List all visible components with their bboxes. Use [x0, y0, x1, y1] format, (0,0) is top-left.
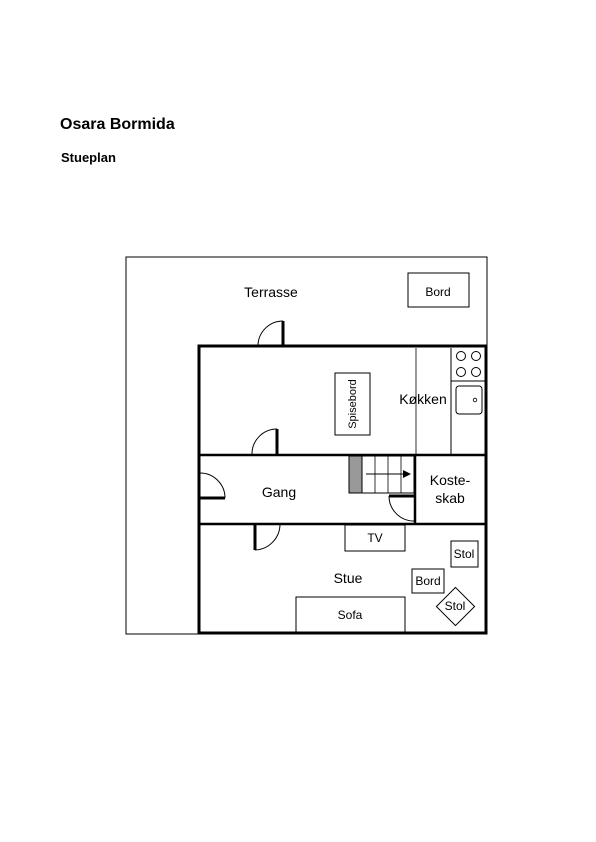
stove-icon [456, 351, 481, 377]
room-label-hall: Gang [262, 484, 296, 500]
sink-icon [455, 385, 483, 415]
tv-unit [344, 524, 406, 552]
sofa [295, 596, 406, 633]
room-label-closet-2: skab [435, 490, 465, 506]
label-dining-table: Spisebord [347, 379, 359, 429]
label-sofa: Sofa [338, 608, 363, 622]
label-chair-1: Stol [454, 547, 475, 561]
door-icon [198, 472, 226, 500]
door-icon [388, 494, 415, 522]
label-chair-2: Stol [445, 599, 466, 613]
door-icon [257, 320, 285, 347]
label-living-table: Bord [415, 574, 440, 588]
terrace-table [407, 272, 470, 308]
living-table [411, 568, 445, 594]
room-label-living: Stue [334, 570, 363, 586]
label-terrace-table: Bord [425, 285, 450, 299]
room-label-kitchen: Køkken [399, 391, 446, 407]
stairs-icon [348, 455, 415, 494]
label-tv: TV [367, 531, 382, 545]
chair-2 [435, 586, 476, 627]
room-label-closet-1: Koste- [430, 472, 471, 488]
door-icon [253, 523, 281, 551]
page-title: Osara Bormida [60, 116, 175, 133]
chair-1 [450, 540, 479, 568]
dining-table [334, 372, 371, 436]
terrace-boundary [125, 256, 488, 635]
room-label-terrace: Terrasse [244, 284, 298, 300]
house-outline [197, 344, 488, 635]
page-subtitle: Stueplan [61, 150, 116, 165]
door-icon [251, 428, 279, 456]
